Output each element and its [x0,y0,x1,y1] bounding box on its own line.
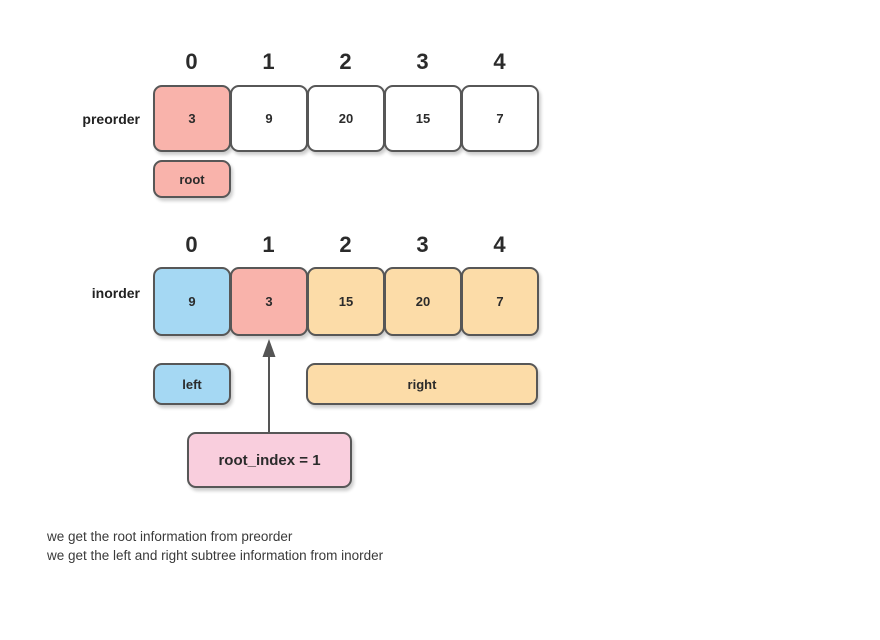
inorder-cell-4[interactable]: 7 [461,267,539,336]
preorder-index-header-3: 3 [416,49,429,74]
inorder-cell-0[interactable]: 9 [153,267,231,336]
inorder-index-header-2: 2 [339,232,352,257]
preorder-index-header-1: 1 [262,49,275,74]
preorder-cell-1[interactable]: 9 [230,85,308,152]
inorder-row-label: inorder [91,285,140,301]
root-index-box[interactable]: root_index = 1 [187,432,352,488]
inorder-index-header-0: 0 [185,232,198,257]
left-tag-box[interactable]: left [153,363,231,405]
preorder-index-header-0: 0 [185,49,198,74]
preorder-cell-0[interactable]: 3 [153,85,231,152]
preorder-index-header-4: 4 [493,49,506,74]
inorder-cell-1[interactable]: 3 [230,267,308,336]
inorder-cell-2[interactable]: 15 [307,267,385,336]
root-index-arrow [262,339,276,436]
inorder-cell-3[interactable]: 20 [384,267,462,336]
preorder-index-header-2: 2 [339,49,352,74]
caption-line-2: we get the left and right subtree inform… [47,548,384,563]
root-tag-box[interactable]: root [153,160,231,198]
preorder-cell-2[interactable]: 20 [307,85,385,152]
inorder-index-header-1: 1 [262,232,275,257]
preorder-row-label: preorder [82,111,140,127]
inorder-index-header-4: 4 [493,232,506,257]
right-tag-box[interactable]: right [306,363,538,405]
inorder-index-header-3: 3 [416,232,429,257]
caption-line-1: we get the root information from preorde… [47,529,293,544]
preorder-cell-4[interactable]: 7 [461,85,539,152]
preorder-cell-3[interactable]: 15 [384,85,462,152]
